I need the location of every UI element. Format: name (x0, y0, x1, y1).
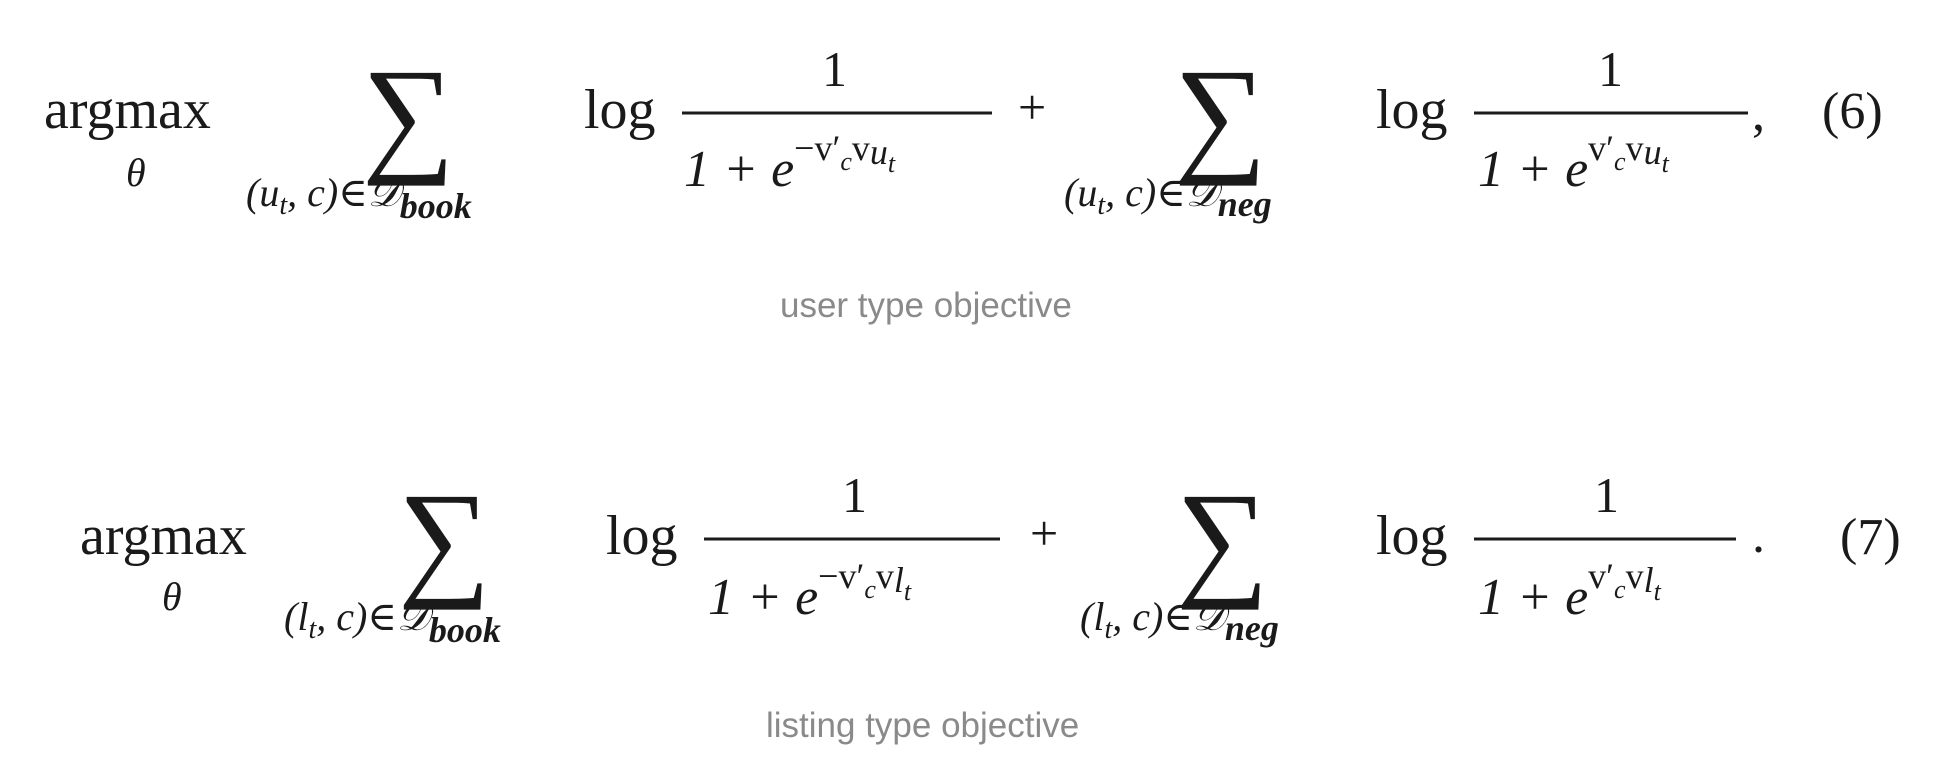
log-function: log (1376, 505, 1448, 567)
equation-6-caption: user type objective (780, 286, 1072, 325)
log-function: log (606, 505, 678, 567)
fraction-denominator: 1 + e−v′cvlt (708, 556, 912, 626)
argmax-subscript: θ (162, 574, 182, 619)
svg-text:(lt, c)∈𝒟book: (lt, c)∈𝒟book (284, 594, 501, 650)
argmax-subscript: θ (126, 150, 146, 195)
fraction-denominator: 1 + ev′cvlt (1478, 556, 1662, 626)
trailing-period: . (1752, 507, 1765, 564)
svg-text:(lt, c)∈𝒟neg: (lt, c)∈𝒟neg (1080, 594, 1279, 648)
svg-text:1 + e−v′cvlt: 1 + e−v′cvlt (708, 556, 912, 626)
summation-symbol: ∑ (362, 43, 455, 187)
summation-symbol: ∑ (1176, 467, 1269, 611)
summation-symbol: ∑ (398, 467, 491, 611)
log-function: log (1376, 79, 1448, 141)
fraction-denominator: 1 + ev′cvut (1478, 128, 1670, 198)
equation-7-caption: listing type objective (766, 706, 1080, 745)
svg-text:1 + ev′cvlt: 1 + ev′cvlt (1478, 556, 1662, 626)
equation-6: argmax θ ∑ (ut, c)∈𝒟book log 1 1 + e−v′c… (44, 41, 1883, 226)
svg-text:1 + ev′cvut: 1 + ev′cvut (1478, 128, 1670, 198)
equation-number: (6) (1822, 83, 1883, 140)
fraction-numerator: 1 (1598, 41, 1623, 97)
trailing-comma: , (1752, 85, 1765, 142)
plus-sign: + (1018, 79, 1046, 135)
sum-subscript-neg: (lt, c)∈𝒟neg (1080, 594, 1279, 648)
fraction-denominator: 1 + e−v′cvut (684, 128, 896, 198)
sum-subscript-book: (ut, c)∈𝒟book (246, 170, 472, 226)
svg-text:(ut, c)∈𝒟book: (ut, c)∈𝒟book (246, 170, 472, 226)
svg-text:1 + e−v′cvut: 1 + e−v′cvut (684, 128, 896, 198)
fraction-numerator: 1 (842, 467, 867, 523)
fraction-numerator: 1 (1594, 467, 1619, 523)
argmax-operator: argmax (80, 505, 247, 567)
summation-symbol: ∑ (1174, 43, 1267, 187)
fraction-numerator: 1 (822, 41, 847, 97)
equation-number: (7) (1840, 509, 1901, 566)
log-function: log (584, 79, 656, 141)
plus-sign: + (1030, 505, 1058, 561)
sum-subscript-book: (lt, c)∈𝒟book (284, 594, 501, 650)
equation-7: argmax θ ∑ (lt, c)∈𝒟book log 1 1 + e−v′c… (80, 467, 1901, 650)
argmax-operator: argmax (44, 79, 211, 141)
